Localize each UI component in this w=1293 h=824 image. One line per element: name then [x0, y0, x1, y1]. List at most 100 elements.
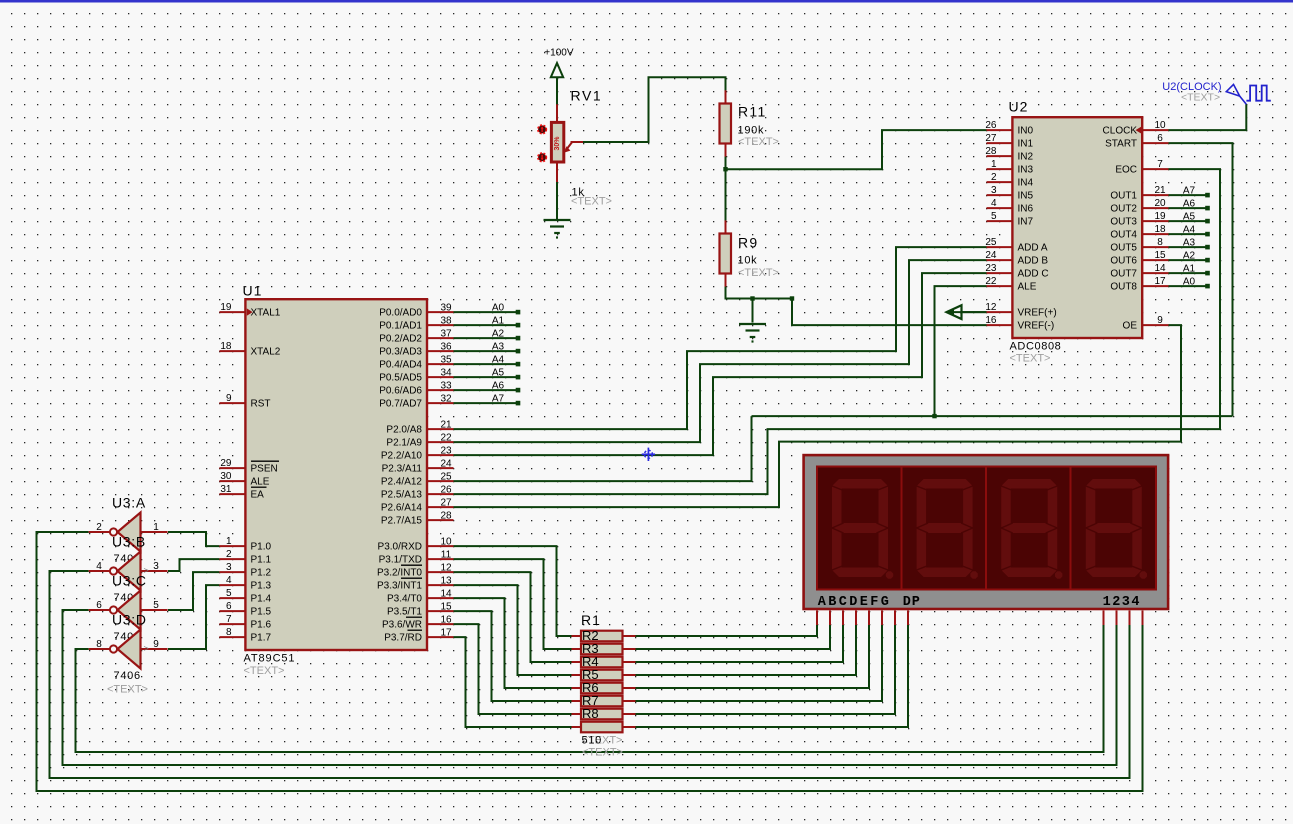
svg-text:28: 28: [985, 146, 997, 157]
svg-text:P2.0/A8: P2.0/A8: [386, 425, 422, 436]
svg-text:14: 14: [440, 588, 452, 599]
svg-text:23: 23: [985, 263, 997, 274]
svg-text:OUT3: OUT3: [1110, 217, 1137, 228]
svg-text:8: 8: [226, 627, 232, 638]
svg-text:39: 39: [440, 302, 452, 313]
svg-text:12: 12: [985, 302, 997, 313]
svg-text:P3.4/T0: P3.4/T0: [387, 594, 422, 605]
svg-text:<TEXT>: <TEXT>: [738, 136, 779, 148]
svg-text:R1: R1: [581, 612, 601, 628]
svg-text:26: 26: [985, 120, 997, 131]
svg-text:P0.7/AD7: P0.7/AD7: [379, 399, 422, 410]
svg-text:RV1: RV1: [571, 88, 603, 104]
svg-text:P1.4: P1.4: [251, 594, 272, 605]
svg-text:A3: A3: [1183, 238, 1196, 249]
svg-text:IN6: IN6: [1018, 204, 1034, 215]
svg-text:P3.5/T1: P3.5/T1: [387, 607, 422, 618]
svg-text:19: 19: [220, 302, 232, 313]
svg-text:15: 15: [1154, 250, 1166, 261]
svg-text:16: 16: [985, 315, 997, 326]
svg-text:VREF(-): VREF(-): [1018, 321, 1055, 332]
svg-text:31: 31: [220, 484, 232, 495]
svg-text:8: 8: [96, 639, 102, 650]
svg-text:23: 23: [440, 445, 452, 456]
svg-text:P0.1/AD1: P0.1/AD1: [379, 321, 422, 332]
svg-text:15: 15: [440, 601, 452, 612]
svg-text:OE: OE: [1123, 321, 1138, 332]
svg-text:1234: 1234: [1103, 595, 1141, 610]
svg-text:EOC: EOC: [1115, 165, 1137, 176]
svg-text:4: 4: [226, 575, 232, 586]
svg-text:17: 17: [1154, 276, 1166, 287]
svg-text:30: 30: [220, 471, 232, 482]
svg-text:P2.2/A10: P2.2/A10: [381, 451, 423, 462]
svg-text:PSEN: PSEN: [251, 464, 278, 475]
svg-text:OUT1: OUT1: [1110, 191, 1137, 202]
svg-text:U3:C: U3:C: [112, 573, 147, 589]
svg-text:P2.6/A14: P2.6/A14: [381, 503, 423, 514]
svg-text:32: 32: [440, 393, 452, 404]
svg-text:37: 37: [440, 328, 452, 339]
svg-text:A6: A6: [1183, 199, 1196, 210]
svg-text:A5: A5: [492, 368, 505, 379]
svg-text:R9: R9: [738, 235, 759, 251]
svg-text:START: START: [1105, 139, 1137, 150]
svg-text:U2: U2: [1009, 99, 1029, 115]
svg-text:P3.6/WR: P3.6/WR: [382, 620, 422, 631]
svg-text:7406: 7406: [114, 670, 141, 682]
svg-text:A7: A7: [492, 394, 505, 405]
svg-text:21: 21: [1154, 185, 1166, 196]
svg-text:IN7: IN7: [1018, 217, 1034, 228]
svg-text:+100V: +100V: [544, 48, 574, 59]
svg-text:<TEXT>: <TEXT>: [244, 665, 285, 677]
svg-text:OUT6: OUT6: [1110, 256, 1137, 267]
svg-text:29: 29: [220, 458, 232, 469]
svg-text:XTAL2: XTAL2: [251, 347, 281, 358]
svg-text:IN0: IN0: [1018, 126, 1034, 137]
svg-text:EA: EA: [251, 490, 265, 501]
svg-text:P3.0/RXD: P3.0/RXD: [378, 542, 422, 553]
svg-text:A3: A3: [492, 342, 505, 353]
svg-text:10: 10: [1154, 120, 1166, 131]
svg-text:ADD B: ADD B: [1018, 256, 1049, 267]
svg-text:R7: R7: [582, 693, 599, 708]
svg-text:9: 9: [226, 393, 232, 404]
svg-text:VREF(+): VREF(+): [1018, 308, 1057, 319]
svg-text:A2: A2: [492, 329, 505, 340]
svg-text:9: 9: [153, 639, 159, 650]
svg-text:P0.4/AD4: P0.4/AD4: [379, 360, 422, 371]
svg-text:510: 510: [582, 735, 602, 747]
svg-text:18: 18: [1154, 224, 1166, 235]
svg-text:25: 25: [985, 237, 997, 248]
svg-text:2: 2: [226, 549, 232, 560]
svg-text:12: 12: [440, 562, 452, 573]
svg-text:R8: R8: [582, 706, 599, 721]
svg-text:<TEXT>: <TEXT>: [582, 735, 623, 747]
svg-text:<TEXT>: <TEXT>: [738, 267, 779, 279]
svg-text:2: 2: [991, 172, 997, 183]
svg-text:25: 25: [440, 471, 452, 482]
svg-text:P2.7/A15: P2.7/A15: [381, 516, 423, 527]
svg-text:R4: R4: [582, 654, 599, 669]
svg-text:P1.2: P1.2: [251, 568, 272, 579]
svg-text:6: 6: [1157, 133, 1163, 144]
svg-text:5: 5: [991, 211, 997, 222]
svg-text:P3.1/TXD: P3.1/TXD: [379, 555, 422, 566]
svg-text:OUT7: OUT7: [1110, 269, 1137, 280]
svg-text:21: 21: [440, 419, 452, 430]
svg-text:P0.0/AD0: P0.0/AD0: [379, 308, 422, 319]
svg-text:P2.3/A11: P2.3/A11: [382, 464, 423, 475]
svg-text:A2: A2: [1183, 251, 1196, 262]
svg-text:U3:D: U3:D: [112, 612, 147, 628]
svg-text:5: 5: [226, 588, 232, 599]
svg-text:5: 5: [153, 600, 159, 611]
svg-text:IN3: IN3: [1018, 165, 1034, 176]
svg-text:ADD A: ADD A: [1018, 243, 1048, 254]
svg-text:RST: RST: [251, 399, 271, 410]
svg-text:ADD C: ADD C: [1018, 269, 1049, 280]
svg-text:A5: A5: [1183, 212, 1196, 223]
svg-text:7: 7: [226, 614, 232, 625]
svg-text:3: 3: [226, 562, 232, 573]
svg-text:P0.6/AD6: P0.6/AD6: [379, 386, 422, 397]
svg-text:R3: R3: [582, 641, 599, 656]
